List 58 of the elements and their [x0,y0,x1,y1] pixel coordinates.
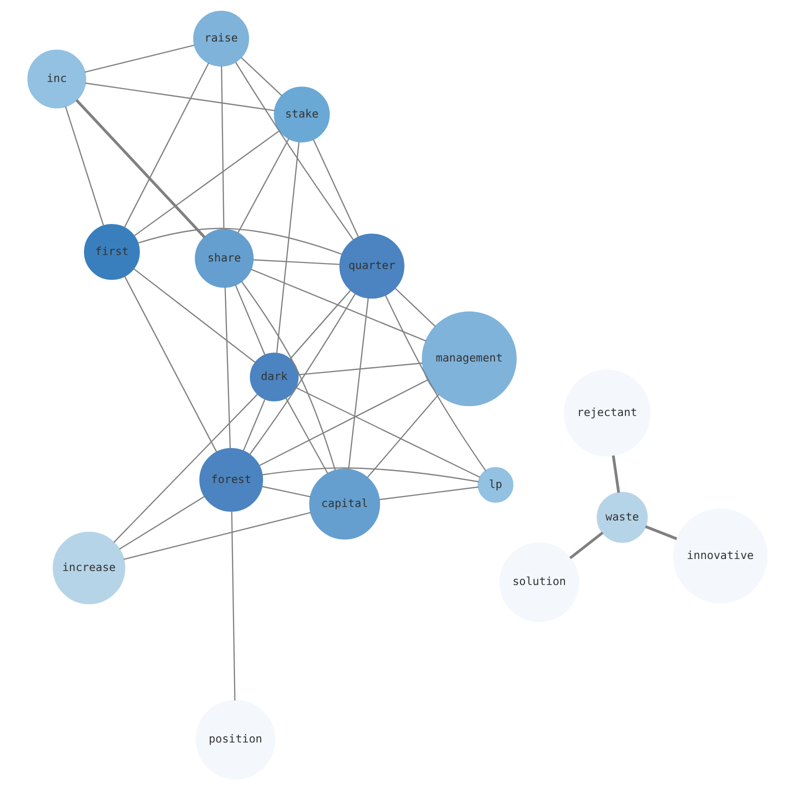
connector [611,455,620,493]
connector [84,44,194,73]
node-circle: management [421,311,516,406]
connector [384,294,486,472]
connector [250,268,426,342]
connector [133,130,280,236]
connector [258,379,428,466]
connector [236,138,289,234]
node-circle: dark [249,352,298,402]
connector [64,106,104,226]
connector [288,290,351,360]
connector [112,394,258,543]
connector [260,486,310,498]
connector [312,139,359,238]
node-circle: waste [596,492,648,543]
node-circle: increase [52,532,125,604]
node-circle: raise [192,10,249,67]
connector [224,287,230,449]
connector [348,298,368,470]
node-circle: lp [477,466,513,503]
node-circle: quarter [338,234,404,299]
node-circle: capital [308,468,380,540]
connector [297,362,422,376]
connector [74,99,206,238]
connector [84,82,274,112]
connector [230,511,235,700]
connector [240,280,336,471]
connector [234,62,354,240]
node-circle: innovative [672,508,768,604]
node-circle: first [83,224,140,280]
connector [124,276,217,452]
connector [242,398,266,452]
node-circle: stake [273,86,330,142]
connector [366,394,439,478]
connector [276,142,300,354]
connector [118,496,205,550]
connector [220,66,224,230]
connector [252,259,340,266]
node-circle: share [194,228,254,288]
connector [137,228,342,255]
connector [644,525,677,540]
connector [394,288,436,327]
node-circle: rejectant [563,370,650,457]
node-circle: inc [26,50,86,108]
connector [123,512,310,560]
node-circle: position [195,700,275,780]
connector [234,284,266,356]
connector [284,397,328,474]
node-circle: solution [498,542,579,622]
connector [132,268,256,364]
connector [240,56,282,96]
connector [123,62,209,228]
connector [294,386,480,478]
connector [378,486,478,500]
connector [568,532,603,560]
connector [261,467,478,482]
connector [248,293,356,456]
node-circle: forest [198,448,263,512]
